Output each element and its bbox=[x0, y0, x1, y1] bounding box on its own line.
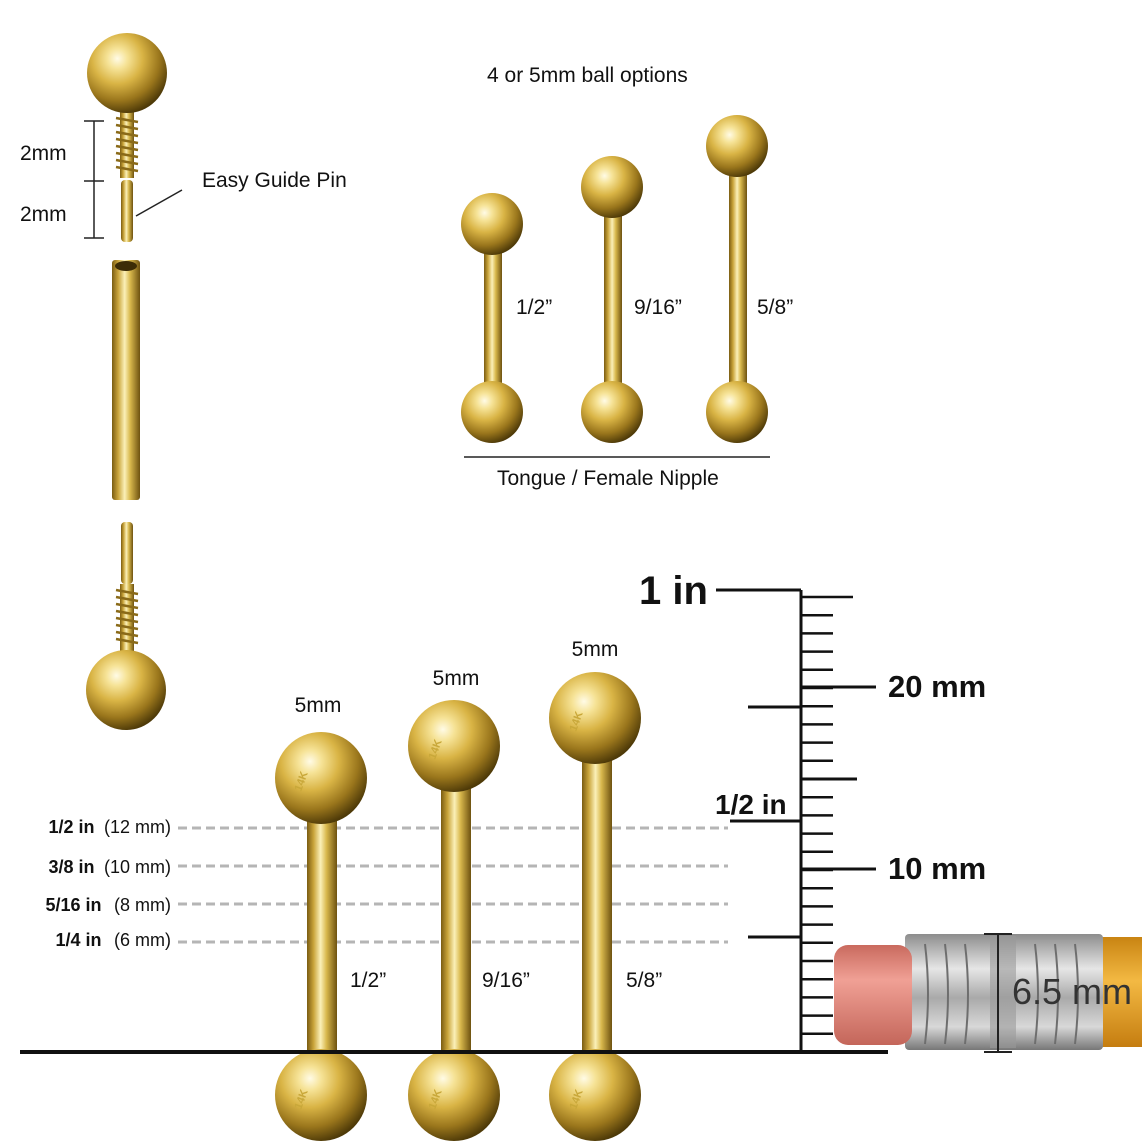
easy-guide-pin-label: Easy Guide Pin bbox=[202, 169, 347, 192]
svg-text:3/8 in (10 mm): 3/8 in (10 mm) bbox=[49, 857, 171, 877]
tongue-nipple-caption: Tongue / Female Nipple bbox=[497, 467, 719, 490]
ref-mm-1: (12 mm) bbox=[104, 817, 171, 837]
pencil-eraser bbox=[834, 945, 912, 1045]
dimension-marks bbox=[84, 120, 104, 239]
top-barbell-3 bbox=[706, 115, 768, 443]
bottom-barbell-3: 14K 14K bbox=[549, 672, 641, 1141]
ball-size-2: 5mm bbox=[433, 667, 480, 690]
top-length-3: 5/8” bbox=[757, 296, 793, 319]
ref-inch-2: 3/8 in bbox=[49, 857, 95, 877]
pin-ball-top bbox=[87, 33, 167, 113]
ruler bbox=[716, 588, 876, 1054]
ruler-one-inch-label: 1 in bbox=[639, 569, 708, 613]
pin-ball-bottom bbox=[86, 650, 166, 730]
ruler-10mm-label: 10 mm bbox=[888, 851, 986, 886]
ruler-half-inch-label: 1/2 in bbox=[715, 789, 787, 820]
ruler-20mm-label: 20 mm bbox=[888, 669, 986, 704]
pin-detail-top bbox=[87, 33, 167, 242]
tube-bar bbox=[112, 260, 140, 500]
ref-mm-4: (6 mm) bbox=[114, 930, 171, 950]
bottom-length-1: 1/2” bbox=[350, 969, 386, 992]
bottom-barbell-1: 14K 14K bbox=[275, 732, 367, 1141]
ferrule-band bbox=[990, 936, 1016, 1048]
top-length-2: 9/16” bbox=[634, 296, 682, 319]
ref-label-3: 5/16 in (8 mm) bbox=[46, 895, 171, 915]
ball-size-3: 5mm bbox=[572, 638, 619, 661]
bottom-barbell-2: 14K 14K bbox=[408, 700, 500, 1141]
ref-label-2: 3/8 in (10 mm) bbox=[49, 857, 171, 877]
top-barbell-2 bbox=[581, 156, 643, 443]
svg-text:5/16 in (8 mm): 5/16 in (8 mm) bbox=[46, 895, 171, 915]
pencil-width-label: 6.5 mm bbox=[1012, 971, 1132, 1012]
thread-coils bbox=[115, 116, 139, 173]
ref-inch-4: 1/4 in bbox=[56, 930, 102, 950]
pin-detail-bottom bbox=[86, 522, 166, 730]
dim-label-upper: 2mm bbox=[20, 142, 67, 165]
top-length-1: 1/2” bbox=[516, 296, 552, 319]
pencil bbox=[834, 934, 1142, 1050]
ball-options-caption: 4 or 5mm ball options bbox=[487, 64, 688, 87]
pencil-dimension bbox=[984, 933, 1012, 1053]
dim-label-lower: 2mm bbox=[20, 203, 67, 226]
top-barbell-1 bbox=[461, 193, 523, 443]
guide-pin-lower bbox=[121, 522, 133, 584]
svg-text:1/4 in (6 mm): 1/4 in (6 mm) bbox=[56, 930, 171, 950]
ball-size-1: 5mm bbox=[295, 694, 342, 717]
callout-leader bbox=[135, 189, 183, 217]
ref-mm-2: (10 mm) bbox=[104, 857, 171, 877]
ref-label-4: 1/4 in (6 mm) bbox=[56, 930, 171, 950]
bottom-length-2: 9/16” bbox=[482, 969, 530, 992]
ferrule-crimps bbox=[924, 943, 1079, 1045]
bottom-length-3: 5/8” bbox=[626, 969, 662, 992]
pencil-body bbox=[1100, 937, 1142, 1047]
thread-coils-lower bbox=[115, 588, 139, 645]
ref-label-1: 1/2 in (12 mm) bbox=[49, 817, 171, 837]
ref-inch-1: 1/2 in bbox=[49, 817, 95, 837]
svg-text:1/2 in (12 mm): 1/2 in (12 mm) bbox=[49, 817, 171, 837]
ref-inch-3: 5/16 in bbox=[46, 895, 102, 915]
ref-mm-3: (8 mm) bbox=[114, 895, 171, 915]
guide-pin bbox=[121, 180, 133, 242]
